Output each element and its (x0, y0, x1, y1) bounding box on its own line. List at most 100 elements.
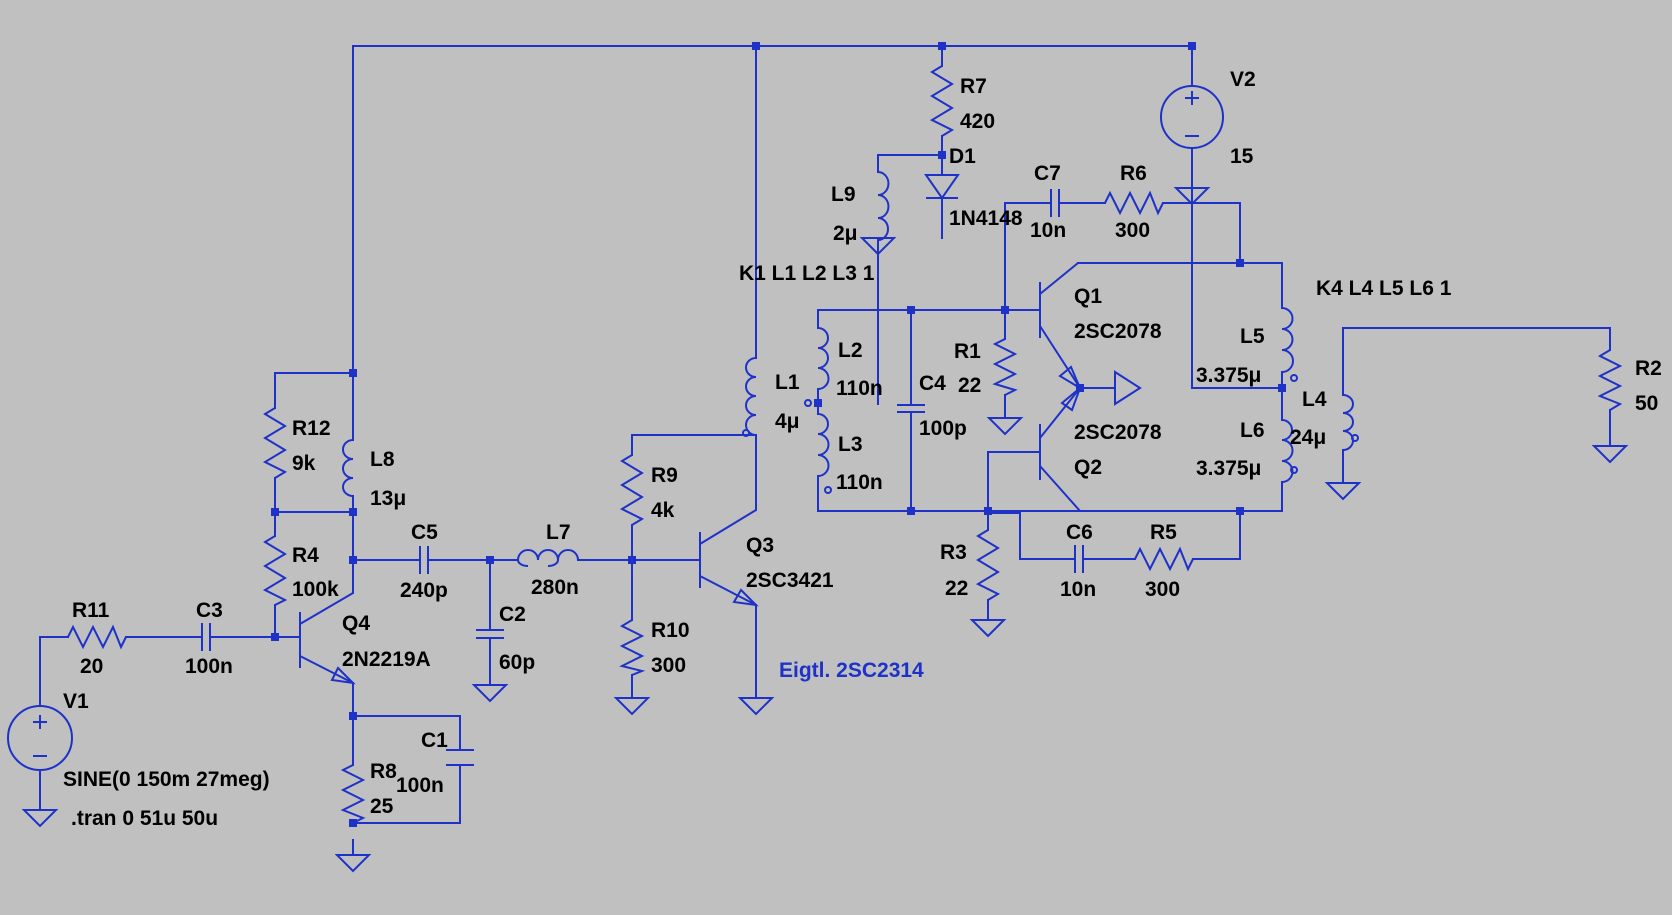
r9-value: 4k (651, 499, 675, 522)
capacitor-c4 (897, 404, 925, 413)
c3-value: 100n (185, 655, 233, 678)
ground-icon (613, 697, 651, 716)
q4-name: Q4 (342, 612, 370, 635)
resistors (67, 65, 1623, 824)
r3-value: 22 (945, 577, 968, 600)
c4-name: C4 (919, 372, 946, 395)
r8-value: 25 (370, 795, 394, 818)
inductor-l7 (517, 549, 579, 561)
ground-icon (859, 237, 897, 256)
resistor-r5 (1134, 546, 1194, 572)
r10-value: 300 (651, 654, 686, 677)
voltage-source-v1 (7, 705, 73, 771)
c6-name: C6 (1066, 521, 1093, 544)
diode-d1 (924, 174, 960, 200)
ground-icon (1114, 370, 1142, 406)
capacitor-c3 (201, 623, 211, 651)
inductors (342, 171, 1359, 567)
r5-value: 300 (1145, 578, 1180, 601)
l4-value: 24μ (1290, 426, 1326, 449)
k1-directive: K1 L1 L2 L3 1 (739, 262, 875, 285)
r11-value: 20 (80, 655, 103, 678)
r4-value: 100k (292, 578, 339, 601)
resistor-r3 (975, 529, 1001, 601)
inductor-l1 (745, 357, 757, 436)
r10-name: R10 (651, 619, 690, 642)
d1-value: 1N4148 (949, 207, 1023, 230)
r4-name: R4 (292, 544, 319, 567)
r11-name: R11 (72, 599, 110, 622)
tran-directive: .tran 0 51u 50u (71, 807, 218, 830)
ground-icon (737, 697, 775, 716)
l6-value: 3.375μ (1196, 457, 1261, 480)
dot-l1 (742, 429, 750, 437)
l6-name: L6 (1240, 419, 1265, 442)
resistor-r11 (67, 624, 127, 650)
c2-value: 60p (499, 651, 535, 674)
q2-value: 2SC2078 (1074, 421, 1162, 444)
c7-name: C7 (1034, 162, 1061, 185)
dot-l3 (824, 486, 832, 494)
inductor-l9 (877, 171, 890, 241)
inductor-l4 (1342, 394, 1354, 451)
r1-value: 22 (958, 374, 981, 397)
l8-name: L8 (370, 448, 395, 471)
l4-name: L4 (1302, 388, 1327, 411)
ground-icon (334, 854, 372, 873)
l9-value: 2μ (833, 222, 858, 245)
c2-name: C2 (499, 603, 526, 626)
r5-name: R5 (1150, 521, 1177, 544)
note-text: Eigtl. 2SC2314 (779, 659, 924, 682)
resistor-r10 (619, 619, 646, 676)
ground-icon (1173, 187, 1211, 206)
r3-name: R3 (940, 541, 967, 564)
r6-value: 300 (1115, 219, 1150, 242)
wires (39, 45, 1611, 856)
v2-value: 15 (1230, 145, 1254, 168)
resistor-r8 (340, 764, 366, 824)
capacitor-c6 (1074, 545, 1084, 573)
q1-name: Q1 (1074, 285, 1102, 308)
ground-icon (1324, 482, 1362, 501)
l5-name: L5 (1240, 325, 1265, 348)
inductor-l5 (1281, 307, 1294, 373)
c5-name: C5 (411, 521, 438, 544)
r12-value: 9k (292, 452, 316, 475)
ground-icon (1591, 445, 1629, 464)
inductor-l2 (817, 327, 830, 390)
v2-name: V2 (1230, 68, 1256, 91)
inductor-l3 (817, 413, 830, 477)
q3-value: 2SC3421 (746, 569, 834, 592)
dot-l2 (804, 399, 812, 407)
l1-value: 4μ (775, 410, 800, 433)
dot-l6 (1290, 466, 1298, 474)
resistor-r2 (1597, 349, 1623, 411)
r7-name: R7 (960, 75, 987, 98)
r9-name: R9 (651, 464, 678, 487)
c3-name: C3 (196, 599, 223, 622)
capacitor-c7 (1050, 189, 1060, 217)
c1-value: 100n (396, 774, 444, 797)
l5-value: 3.375μ (1196, 364, 1261, 387)
d1-name: D1 (949, 145, 976, 168)
l7-name: L7 (546, 521, 571, 544)
l9-name: L9 (831, 183, 856, 206)
voltage-source-v2 (1160, 85, 1224, 149)
capacitor-c5 (419, 546, 429, 574)
capacitor-c1 (446, 749, 474, 766)
labels: R11 20 C3 100n V1 SINE(0 150m 27meg) .tr… (63, 68, 1662, 830)
junctions (271, 42, 1286, 827)
transistor-q1 (1039, 262, 1083, 391)
r1-name: R1 (954, 340, 981, 363)
grounds (21, 187, 1629, 873)
q1-value: 2SC2078 (1074, 320, 1162, 343)
resistor-r12 (262, 407, 288, 479)
k4-directive: K4 L4 L5 L6 1 (1316, 277, 1452, 300)
resistor-r7 (929, 65, 955, 137)
l8-value: 13μ (370, 487, 406, 510)
r12-name: R12 (292, 417, 331, 440)
resistor-r9 (619, 454, 645, 526)
r8-name: R8 (370, 760, 397, 783)
dot-l5 (1290, 374, 1298, 382)
